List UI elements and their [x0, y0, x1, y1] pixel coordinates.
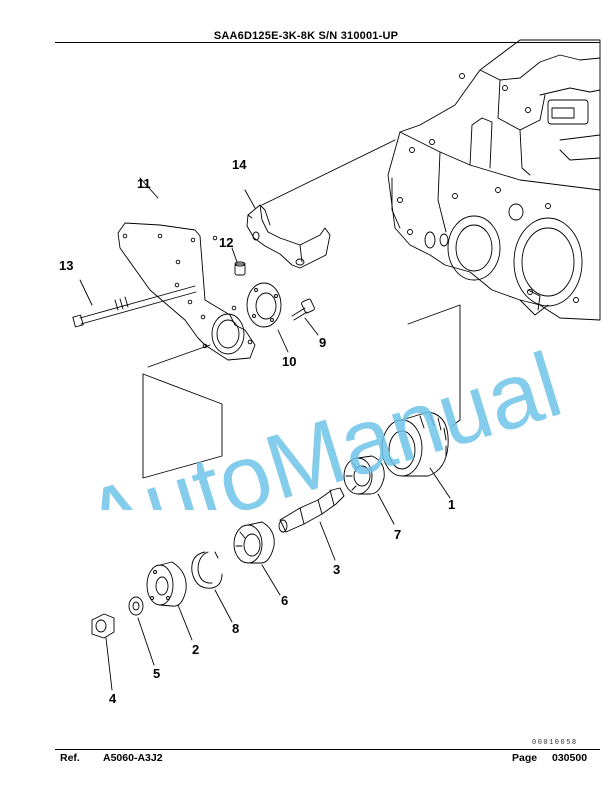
callout-6: 6 [281, 593, 289, 608]
engine-block-illustration [387, 39, 601, 321]
ref-value: A5060-A3J2 [103, 752, 163, 764]
spacer-part-12 [234, 261, 246, 276]
callout-14: 14 [232, 157, 247, 172]
nut-part-4 [91, 613, 115, 639]
callout-3: 3 [333, 562, 341, 577]
bolt-part-13 [72, 285, 197, 328]
callout-5: 5 [153, 666, 161, 681]
callout-2: 2 [192, 642, 200, 657]
header-rule [55, 42, 600, 43]
callout-7: 7 [394, 527, 402, 542]
bolt-part-9 [291, 298, 315, 321]
callout-10: 10 [282, 354, 297, 369]
footer-rule [55, 749, 600, 750]
callout-13: 13 [59, 258, 74, 273]
ref-label: Ref. [60, 752, 80, 764]
leader-line-housing [261, 139, 396, 206]
callout-4: 4 [109, 691, 117, 706]
gasket-part-10 [246, 282, 282, 328]
callout-12: 12 [219, 235, 234, 250]
page-label: Page [512, 752, 538, 764]
page-value: 030500 [552, 752, 588, 764]
bearing-part-6 [233, 521, 275, 564]
callout-9: 9 [319, 335, 327, 350]
callout-1: 1 [448, 497, 456, 512]
retainer-part-2 [146, 561, 187, 607]
gasket-outline [142, 373, 223, 479]
page-header-title: SAA6D125E-3K-8K S/N 310001-UP [213, 30, 399, 42]
callout-11: 11 [137, 176, 151, 191]
gear-housing-part-1 [381, 411, 449, 477]
shaft-part-3 [278, 487, 345, 533]
drawing-code: 00010058 [532, 739, 578, 747]
bearing-part-7 [343, 455, 385, 495]
bracket-part-14 [246, 204, 331, 269]
callout-8: 8 [232, 621, 240, 636]
snap-ring-part-8 [191, 551, 223, 589]
washer-part-5 [128, 596, 144, 616]
bracket-plate-part-11 [117, 222, 256, 361]
